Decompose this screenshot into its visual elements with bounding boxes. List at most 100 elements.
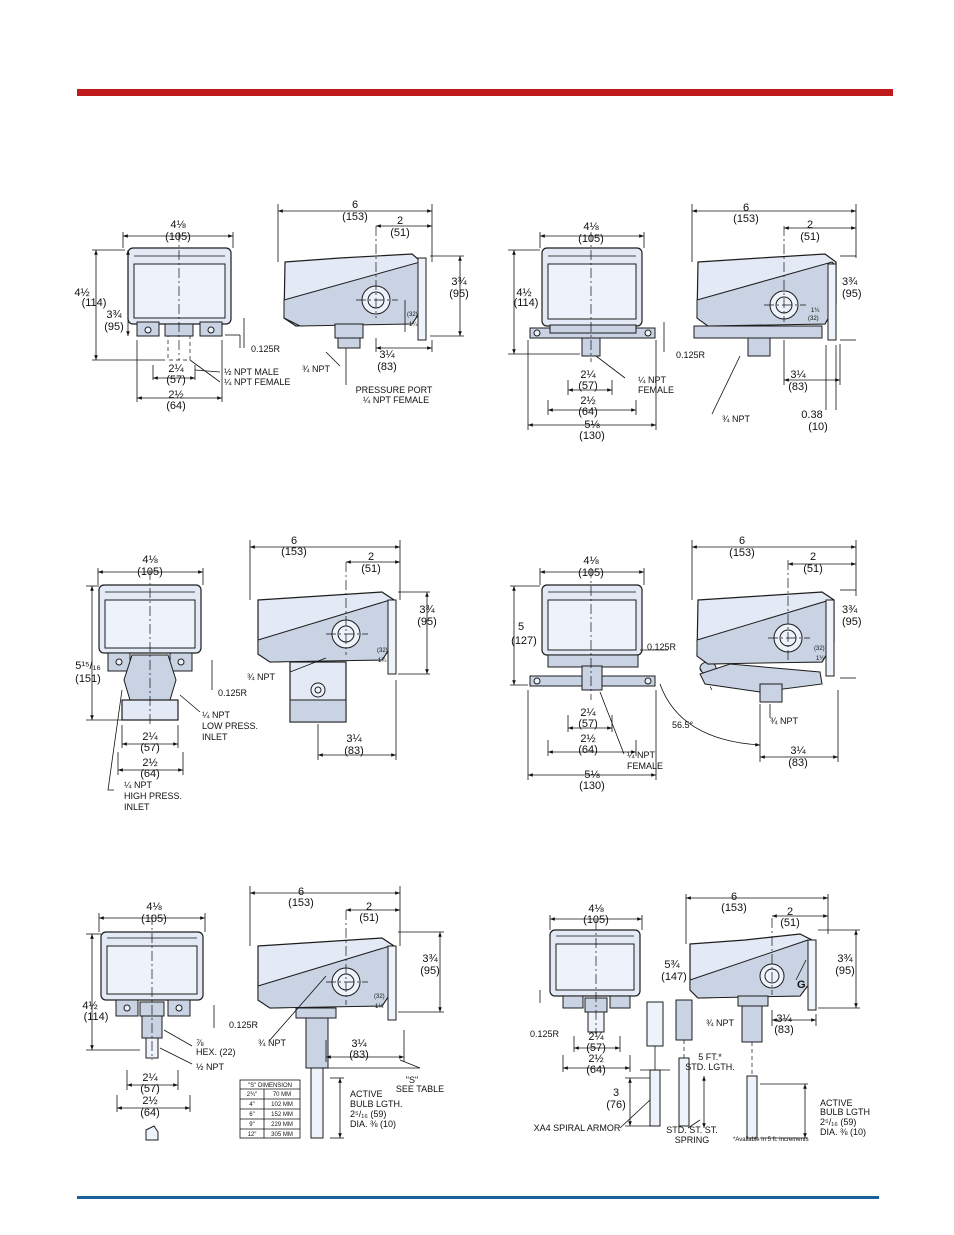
panel-4-side-view (691, 540, 857, 762)
p4-overall-in: 5⅛ (584, 769, 600, 781)
p6-available-note: *Available in 5 ft. increments (733, 1137, 809, 1143)
p6-npt34: ¾ NPT (706, 1018, 735, 1028)
p3-low-2: LOW PRESS. (202, 721, 258, 731)
p5-side-height-in: 3¾ (422, 953, 438, 965)
p6-five-ft-1: 5 FT.* (698, 1052, 722, 1062)
panel-1-side-view (277, 204, 464, 385)
panel-6-front-view (539, 915, 706, 1129)
p2-overall-in: 5⅛ (584, 419, 600, 431)
p2-width-mm: (105) (578, 233, 604, 245)
p4-mount-in: 2½ (580, 733, 595, 745)
p3-port-offset-mm: (51) (361, 563, 381, 575)
p2-mount-in: 2½ (580, 395, 595, 407)
p1-mount-in: 2½ (168, 389, 183, 401)
panel-2-side-view (691, 204, 857, 415)
p6-side-height-mm: (95) (835, 965, 855, 977)
p3-side-base-mm: (83) (344, 745, 364, 757)
p2-bracket-mm: (10) (808, 421, 828, 433)
p3-width-mm: (105) (137, 566, 163, 578)
p5-radius: 0.125R (229, 1020, 259, 1030)
p4-base-mm: (57) (578, 718, 598, 730)
p2-bracket-in: 0.38 (801, 409, 822, 421)
p5-base-mm: (57) (140, 1083, 160, 1095)
p1-note-female: ¼ NPT FEMALE (224, 377, 290, 387)
p4-port-offset-in: 2 (810, 551, 816, 563)
p2-npt34: ¾ NPT (722, 414, 751, 424)
p3-height-mm: (151) (75, 673, 101, 685)
p4-angle: 56.5° (672, 720, 694, 730)
p5-s-1: "S" (406, 1075, 418, 1085)
p1-note-male: ½ NPT MALE (224, 367, 279, 377)
panel-1-front-view (92, 232, 245, 402)
p4-height-mm: (127) (511, 635, 537, 647)
p5-hex-1: ⅞ (196, 1038, 204, 1048)
panel-5-side-view (249, 886, 444, 1139)
p1-base-mm: (57) (166, 374, 186, 386)
panel-4-front-view (510, 568, 761, 780)
p5-side-base-in: 3¼ (351, 1038, 367, 1050)
p6-side-width-mm: (153) (721, 902, 747, 914)
p5-npt34: ¾ NPT (258, 1038, 287, 1048)
s-table-r4-in: 9" (249, 1122, 254, 1128)
p3-m114: 1¼ (378, 658, 387, 664)
p4-width-in: 4⅛ (583, 555, 599, 567)
p6-base-in: 2¼ (588, 1031, 604, 1043)
p5-m32: (32) (374, 994, 385, 1000)
p6-mount-in: 2½ (588, 1053, 603, 1065)
p2-port-offset-mm: (51) (800, 231, 820, 243)
s-table-r2-mm: 102 MM (271, 1102, 293, 1108)
p2-mount-mm: (64) (578, 406, 598, 418)
p3-low-1: ¼ NPT (202, 710, 231, 720)
p5-side-base-mm: (83) (349, 1049, 369, 1061)
p1-npt34: ¾ NPT (302, 364, 331, 374)
p6-mount-mm: (64) (586, 1064, 606, 1076)
p3-base-mm: (57) (140, 742, 160, 754)
p4-radius: 0.125R (647, 642, 677, 652)
p2-side-height-in: 3¾ (842, 276, 858, 288)
p6-width-in: 4⅛ (588, 903, 604, 915)
p1-pressure-port-2: ¼ NPT FEMALE (363, 395, 429, 405)
p4-side-base-mm: (83) (788, 757, 808, 769)
p5-port-offset-in: 2 (366, 901, 372, 913)
p3-high-3: INLET (124, 802, 150, 812)
p4-base-in: 2¼ (580, 707, 596, 719)
footer-rule (77, 1196, 879, 1199)
p5-npt12: ½ NPT (196, 1062, 225, 1072)
p3-radius: 0.125R (218, 688, 248, 698)
p3-side-height-mm: (95) (417, 616, 437, 628)
panel-3-side-view (249, 540, 430, 760)
p4-side-height-in: 3¾ (842, 604, 858, 616)
p4-width-mm: (105) (578, 567, 604, 579)
p1-port-offset-mm: (51) (390, 227, 410, 239)
p4-m114: 1¼ (816, 656, 825, 662)
p5-m114: 1¼ (375, 1004, 384, 1010)
p6-bulb-2: BULB LGTH (820, 1107, 870, 1117)
p2-side-width-in: 6 (743, 202, 749, 214)
p6-port-offset-mm: (51) (780, 917, 800, 929)
p5-width-mm: (105) (141, 913, 167, 925)
p6-bulb-3: 2⁵/₁₆ (59) (820, 1117, 856, 1127)
p6-spring-2: SPRING (675, 1135, 710, 1145)
panel-5-front-view (86, 913, 215, 1141)
s-table-r1-in: 2¾" (247, 1092, 257, 1098)
p6-spring-1: STD. ST. ST. (666, 1125, 718, 1135)
s-table-r3-mm: 152 MM (271, 1112, 293, 1118)
p6-side-width-in: 6 (731, 891, 737, 903)
p5-base-in: 2¼ (142, 1072, 158, 1084)
p1-base-in: 2¼ (168, 363, 184, 375)
p3-high-2: HIGH PRESS. (124, 791, 182, 801)
p6-base-mm: (57) (586, 1042, 606, 1054)
p2-height-mm: (114) (514, 297, 539, 309)
p3-side-base-in: 3¼ (346, 733, 362, 745)
p6-side-base-in: 3¼ (776, 1013, 792, 1025)
p2-base-in: 2¼ (580, 369, 596, 381)
p3-m32: (32) (377, 648, 388, 654)
p3-side-width-in: 6 (291, 535, 297, 547)
p1-m114: 1¼ (409, 322, 418, 328)
p2-port-offset-in: 2 (807, 219, 813, 231)
p3-mount-mm: (64) (140, 768, 160, 780)
p3-width-in: 4⅛ (142, 554, 158, 566)
p3-side-width-mm: (153) (281, 546, 307, 558)
panel-2-front-view (508, 232, 665, 430)
